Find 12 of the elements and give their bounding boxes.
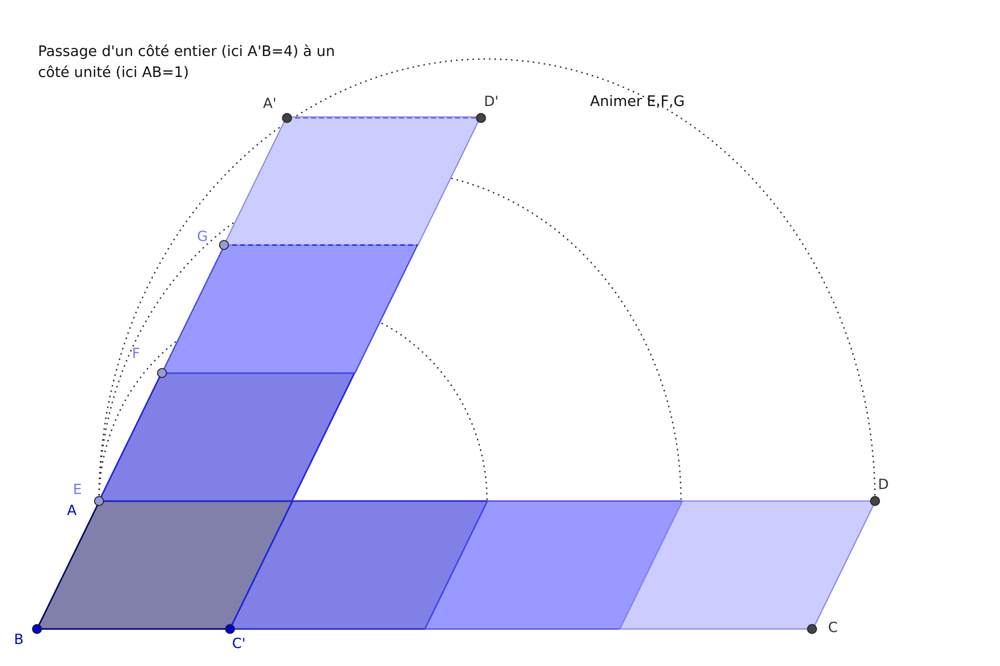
point-label: A' (263, 96, 276, 112)
point-label: A (67, 503, 77, 519)
point-label: B (14, 632, 24, 648)
point-label: E (73, 482, 82, 498)
point-label: C' (232, 636, 246, 652)
point-label: C (828, 620, 838, 636)
point-label: D' (484, 94, 499, 110)
diagram-title: Passage d'un côté entier (ici A'B=4) à un côté unité (ici AB=1) (38, 43, 336, 83)
note-text: Animer E,F,G (590, 94, 685, 110)
point-label: D (878, 477, 889, 493)
point-label: G (197, 229, 208, 245)
point-label: F (132, 346, 140, 362)
